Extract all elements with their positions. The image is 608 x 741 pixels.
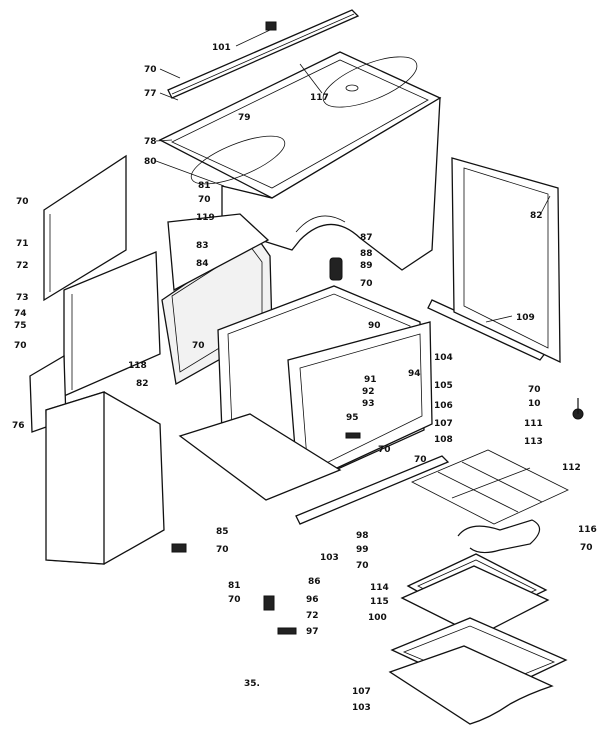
callout-70: 70 <box>14 341 27 351</box>
callout-labels: 101 70 77 117 79 78 80 81 70 119 83 84 7… <box>12 43 597 713</box>
callout-94: 94 <box>408 369 421 379</box>
callout-90: 90 <box>368 321 381 331</box>
callout-77: 77 <box>144 89 157 99</box>
callout-115: 115 <box>370 597 389 607</box>
callout-106: 106 <box>434 401 453 411</box>
callout-86: 86 <box>308 577 321 587</box>
callout-75: 75 <box>14 321 27 331</box>
callout-72: 72 <box>16 261 29 271</box>
callout-103: 103 <box>320 553 339 563</box>
callout-70: 70 <box>144 65 157 75</box>
callout-70: 70 <box>378 445 391 455</box>
callout-89: 89 <box>360 261 373 271</box>
callout-74: 74 <box>14 309 27 319</box>
callout-71: 71 <box>16 239 29 249</box>
callout-70: 70 <box>216 545 229 555</box>
callout-98: 98 <box>356 531 369 541</box>
oven-rack <box>411 449 569 525</box>
left-side-panel <box>43 154 127 302</box>
callout-76: 76 <box>12 421 25 431</box>
callout-91: 91 <box>364 375 377 385</box>
callout-113: 113 <box>524 437 543 447</box>
footer-label: 35. <box>244 679 260 689</box>
callout-81: 81 <box>228 581 241 591</box>
callout-70: 70 <box>356 561 369 571</box>
callout-112: 112 <box>562 463 581 473</box>
cabinet-body <box>221 96 441 271</box>
callout-111: 111 <box>524 419 543 429</box>
callout-107: 107 <box>434 419 453 429</box>
callout-95: 95 <box>346 413 359 423</box>
callout-105: 105 <box>434 381 453 391</box>
callout-114: 114 <box>370 583 389 593</box>
callout-107: 107 <box>352 687 371 697</box>
callout-78: 78 <box>144 137 157 147</box>
broiler-pan <box>400 553 550 637</box>
top-rail <box>167 9 360 99</box>
callout-70: 70 <box>360 279 373 289</box>
lower-drawer-front <box>388 645 554 725</box>
callout-119: 119 <box>196 213 215 223</box>
callout-117: 117 <box>310 93 329 103</box>
callout-85: 85 <box>216 527 229 537</box>
callout-70: 70 <box>528 385 541 395</box>
callout-70: 70 <box>414 455 427 465</box>
broil-element <box>457 519 541 554</box>
callout-100: 100 <box>368 613 387 623</box>
callout-73: 73 <box>16 293 29 303</box>
callout-104: 104 <box>434 353 453 363</box>
callout-116: 116 <box>578 525 597 535</box>
callout-70: 70 <box>580 543 593 553</box>
callout-118: 118 <box>128 361 147 371</box>
callout-108: 108 <box>434 435 453 445</box>
callout-87: 87 <box>360 233 373 243</box>
callout-103: 103 <box>352 703 371 713</box>
callout-72: 72 <box>306 611 319 621</box>
callout-97: 97 <box>306 627 319 637</box>
callout-82: 82 <box>530 211 543 221</box>
callout-80: 80 <box>144 157 157 167</box>
callout-109: 109 <box>516 313 535 323</box>
callout-70: 70 <box>228 595 241 605</box>
callout-93: 93 <box>362 399 375 409</box>
callout-101: 101 <box>212 43 231 53</box>
bottom-tray <box>178 413 342 501</box>
callout-92: 92 <box>362 387 375 397</box>
right-frame <box>451 157 561 364</box>
callout-83: 83 <box>196 241 209 251</box>
callout-70: 70 <box>192 341 205 351</box>
leader-lines <box>155 29 551 323</box>
callout-82: 82 <box>136 379 149 389</box>
callout-79: 79 <box>238 113 251 123</box>
small-hardware <box>171 257 584 635</box>
callout-81: 81 <box>198 181 211 191</box>
callout-88: 88 <box>360 249 373 259</box>
callout-10: 10 <box>528 399 541 409</box>
outer-door-panel <box>45 391 165 565</box>
callout-70: 70 <box>16 197 29 207</box>
callout-96: 96 <box>306 595 319 605</box>
inner-door <box>161 213 273 386</box>
callout-84: 84 <box>196 259 209 269</box>
bottom-rail <box>295 455 450 525</box>
callout-99: 99 <box>356 545 369 555</box>
callout-70: 70 <box>198 195 211 205</box>
